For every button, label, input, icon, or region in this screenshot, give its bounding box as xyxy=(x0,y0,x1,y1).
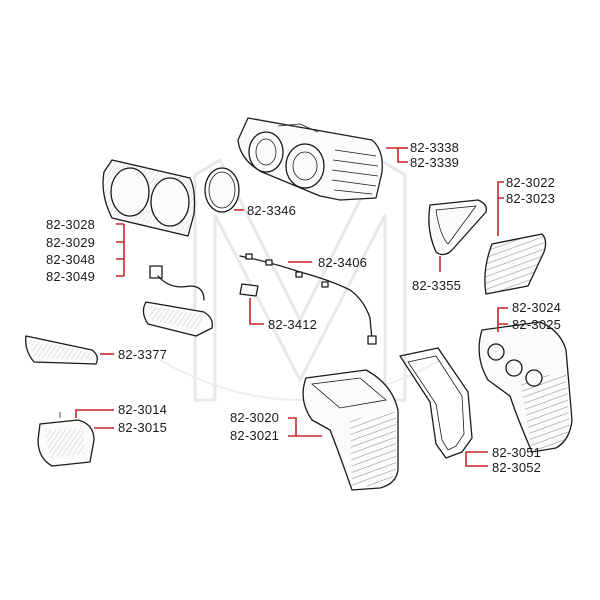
part-number-82-3022: 82-3022 xyxy=(506,175,555,190)
headlamp-housing-part xyxy=(237,117,383,201)
part-number-82-3024: 82-3024 xyxy=(512,300,561,315)
side-marker-part xyxy=(25,335,98,365)
part-number-82-3346: 82-3346 xyxy=(247,203,296,218)
part-number-82-3051: 82-3051 xyxy=(492,445,541,460)
tail-lamp-assembly-part xyxy=(478,321,573,453)
part-number-82-3052: 82-3052 xyxy=(492,460,541,475)
gasket-frame-part xyxy=(399,347,473,459)
fog-lamp-part xyxy=(37,410,95,467)
part-number-82-3338: 82-3338 xyxy=(410,140,459,155)
part-number-82-3412: 82-3412 xyxy=(268,317,317,332)
part-number-82-3020: 82-3020 xyxy=(230,410,279,425)
small-plate-part xyxy=(239,283,259,297)
watermark-logo xyxy=(159,157,441,402)
indicator-lamp-part xyxy=(142,265,213,337)
part-number-82-3377: 82-3377 xyxy=(118,347,167,362)
part-number-82-3025: 82-3025 xyxy=(512,317,561,332)
tail-lamp-housing-part xyxy=(302,369,399,491)
part-number-82-3014: 82-3014 xyxy=(118,402,167,417)
part-number-82-3339: 82-3339 xyxy=(410,155,459,170)
corner-lens-part xyxy=(428,199,487,256)
part-number-82-3048: 82-3048 xyxy=(46,252,95,267)
wiring-harness-part xyxy=(239,253,377,345)
headlamp-ring-part xyxy=(204,167,240,213)
part-number-82-3028: 82-3028 xyxy=(46,217,95,232)
part-number-82-3021: 82-3021 xyxy=(230,428,279,443)
part-number-82-3029: 82-3029 xyxy=(46,235,95,250)
part-number-82-3015: 82-3015 xyxy=(118,420,167,435)
part-number-82-3406: 82-3406 xyxy=(318,255,367,270)
headlamp-bezel-part xyxy=(102,159,196,237)
leader-lines xyxy=(75,147,508,467)
part-number-82-3023: 82-3023 xyxy=(506,191,555,206)
part-number-82-3049: 82-3049 xyxy=(46,269,95,284)
part-number-82-3355: 82-3355 xyxy=(412,278,461,293)
ribbed-lens-part xyxy=(484,233,547,295)
